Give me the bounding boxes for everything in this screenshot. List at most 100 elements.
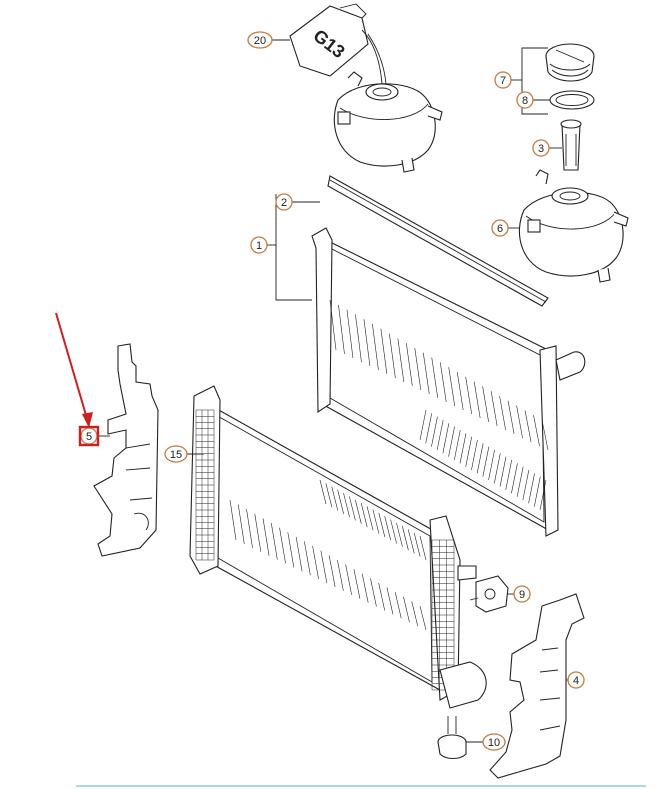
intercooler-fins [229, 479, 427, 631]
callout-5: 5 [78, 425, 100, 447]
hatch-line [372, 323, 379, 371]
hatch-line [414, 347, 422, 391]
callout-5-label: 5 [86, 431, 92, 443]
callout-6: 6 [491, 219, 509, 237]
hatch-line [413, 532, 421, 557]
hatch-line [363, 319, 371, 367]
hatch-line [338, 304, 345, 355]
hatch-line [403, 596, 410, 623]
hatch-line [295, 536, 303, 572]
bracket [469, 575, 509, 613]
hatch-line [533, 476, 541, 507]
hatch-line [476, 443, 484, 474]
hatch-line [312, 546, 319, 580]
radiator-fins [329, 299, 549, 511]
hatch-line [331, 486, 339, 511]
hatch-line [511, 463, 518, 494]
hatch-line [320, 550, 328, 584]
hatch-line [372, 509, 380, 534]
level-sensor [560, 119, 582, 171]
hatch-line [337, 559, 344, 591]
hatch-line [533, 415, 540, 447]
callout-6-label: 6 [497, 223, 503, 235]
hatch-line [425, 413, 433, 444]
hatch-line [279, 527, 286, 564]
callout-2-label: 2 [281, 197, 287, 209]
hatch-line [287, 532, 295, 568]
intercooler-grid-left [195, 409, 215, 561]
hatch-line [516, 405, 523, 439]
hatch-line [522, 469, 530, 501]
hatch-line [419, 605, 427, 631]
callout-3-label: 3 [538, 143, 544, 155]
hatch-line [229, 499, 237, 541]
hatch-line [325, 483, 333, 508]
filler-cap [545, 43, 595, 82]
hatch-line [349, 496, 356, 521]
hatch-line [541, 419, 549, 451]
hatch-line [254, 513, 262, 552]
hatch-line [456, 371, 464, 411]
hatch-line [459, 433, 467, 464]
callout-10: 10 [482, 733, 506, 751]
callout-15: 15 [164, 445, 188, 463]
callout-1-label: 1 [256, 240, 262, 252]
hatch-line [488, 449, 495, 481]
callout-8: 8 [516, 91, 534, 109]
callout-7-label: 7 [500, 75, 506, 87]
air-guide-right [489, 593, 585, 779]
hatch-line [343, 493, 350, 518]
hatch-line [419, 409, 427, 441]
hatch-line [499, 456, 507, 487]
hatch-line [436, 419, 444, 451]
hatch-line [411, 601, 419, 627]
hatch-line [366, 506, 374, 531]
hatch-line [329, 299, 337, 351]
hatch-line [524, 410, 532, 443]
hatch-line [471, 439, 478, 471]
hatch-line [402, 526, 409, 551]
callout-4-label: 4 [573, 675, 579, 687]
hatch-line [389, 333, 396, 379]
hatch-line [465, 376, 472, 415]
callout-7: 7 [494, 71, 512, 89]
hatch-line [482, 446, 490, 477]
callout-20: 20 [247, 31, 273, 49]
hatch-line [439, 362, 447, 403]
expansion-tank-lower [518, 169, 629, 283]
hatch-line [361, 573, 369, 603]
callout-9-label: 9 [519, 589, 525, 601]
hatch-line [539, 479, 547, 511]
hatch-line [262, 518, 270, 556]
hatch-line [380, 328, 388, 375]
red-arrow [55, 312, 93, 428]
coolant-bottle: G13 [289, 3, 387, 85]
hatch-line [378, 512, 386, 538]
hatch-line [353, 569, 361, 599]
hatch-line [304, 541, 311, 576]
hatch-line [271, 522, 278, 560]
callout-3: 3 [532, 139, 550, 157]
hatch-line [431, 416, 438, 447]
callout-9: 9 [513, 585, 531, 603]
hatch-line [396, 522, 403, 547]
radiator [311, 227, 586, 537]
seal-ring [549, 90, 595, 110]
callout-1: 1 [250, 236, 268, 254]
hatch-line [473, 381, 481, 419]
hatch-line [355, 314, 362, 363]
callout-20-label: 20 [254, 35, 266, 47]
hatch-line [237, 504, 245, 544]
hatch-line [345, 564, 352, 595]
air-guide-left [93, 343, 159, 557]
hatch-line [394, 592, 402, 619]
hatch-line [386, 587, 394, 615]
hatch-line [419, 535, 427, 561]
hatch-line [390, 519, 397, 544]
hatch-line [448, 367, 456, 407]
hatch-line [346, 309, 354, 359]
hatch-line [378, 582, 385, 611]
hatch-line [397, 338, 405, 383]
hatch-line [505, 459, 513, 491]
hatch-line [431, 357, 439, 399]
